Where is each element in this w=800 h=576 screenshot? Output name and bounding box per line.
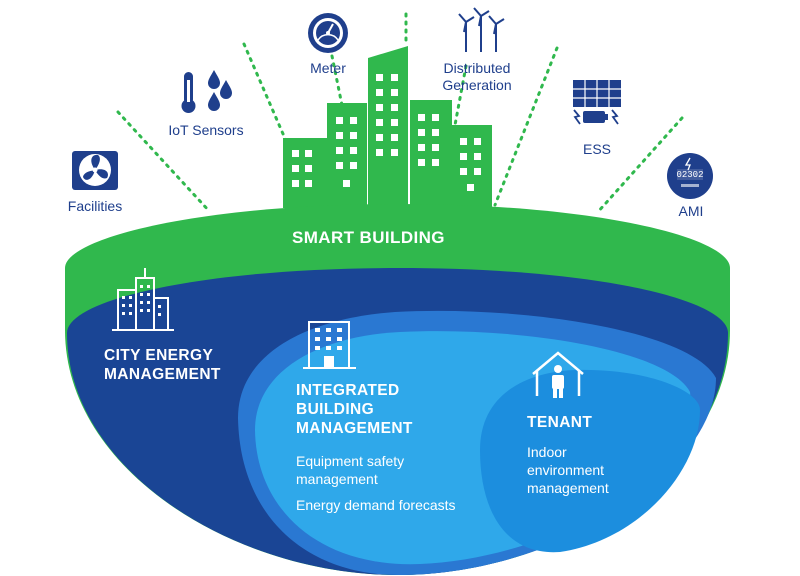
integrated-item-2: Energy demand forecasts (296, 497, 456, 513)
wind-turbine-icon (458, 7, 505, 52)
integrated-item-1: Equipment safety management (296, 453, 405, 487)
smart-building-title: SMART BUILDING (292, 228, 445, 247)
label-iot-sensors: IoT Sensors (168, 122, 244, 138)
label-distributed-generation: Distributed Generation (442, 60, 512, 93)
integrated-title: INTEGRATED BUILDING MANAGEMENT (296, 382, 413, 437)
connector-facilities (116, 110, 212, 214)
label-ess: ESS (582, 141, 611, 157)
connector-meter (330, 54, 347, 122)
building-3 (368, 46, 408, 208)
label-facilities: Facilities (67, 198, 123, 214)
fan-icon (72, 151, 118, 190)
tenant-home-icon (532, 351, 584, 398)
office-building-icon (303, 321, 356, 369)
label-ami: AMI (678, 203, 704, 219)
thermometer-drops-icon (181, 70, 232, 113)
connector-lines (116, 12, 684, 215)
ami-display-text: 02302 (676, 170, 703, 180)
building-2 (327, 103, 367, 208)
building-windows (292, 74, 481, 191)
smart-meter-icon (667, 153, 713, 199)
connector-iot-sensors (242, 42, 292, 152)
label-meter: Meter (310, 60, 346, 76)
connector-distributed-generation (453, 64, 468, 127)
building-1 (283, 138, 327, 208)
tenant-desc: Indoor environment management (527, 444, 609, 496)
building-4 (410, 100, 452, 208)
gauge-icon (308, 13, 348, 53)
city-building-icon (112, 268, 174, 331)
skyline-buildings (283, 46, 492, 208)
city-energy-title: CITY ENERGY MANAGEMENT (104, 347, 221, 383)
solar-battery-icon (573, 80, 621, 125)
connector-ami (595, 116, 684, 215)
tenant-title: TENANT (527, 414, 593, 431)
building-5 (452, 125, 492, 208)
tenant-region (480, 369, 700, 553)
